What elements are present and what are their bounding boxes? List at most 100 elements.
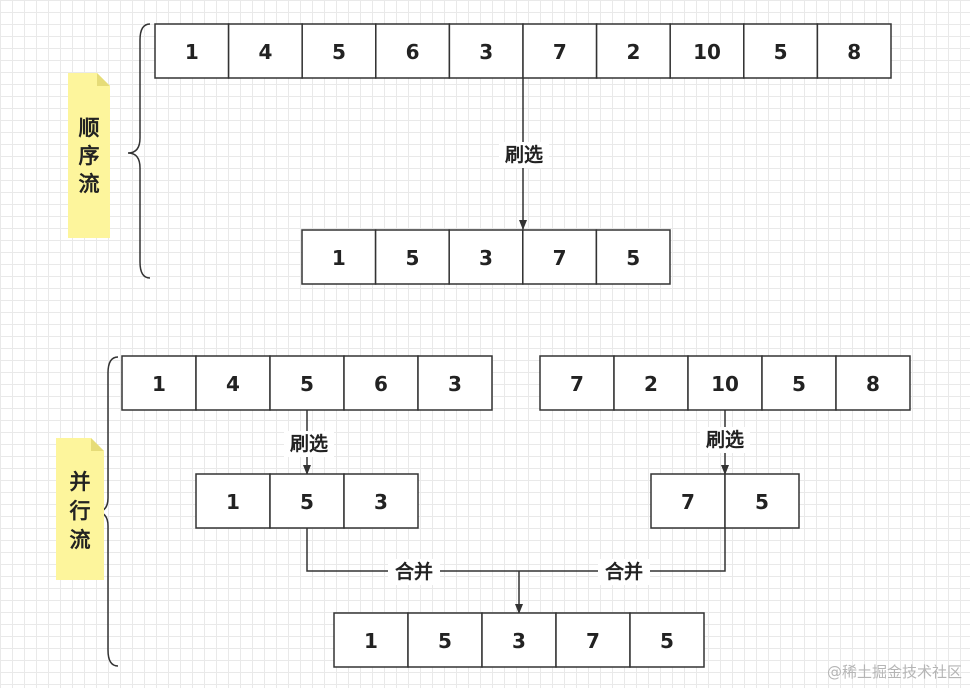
array-cell-box [539, 355, 615, 411]
array-cell-box [195, 473, 271, 529]
array-cell: 7 [522, 229, 598, 285]
array-cell-value: 5 [792, 372, 806, 396]
array-cell-value: 10 [693, 40, 721, 64]
array-cell-box [522, 229, 598, 285]
array-cell: 5 [269, 473, 345, 529]
array-cell: 7 [650, 473, 726, 529]
array-cell-value: 7 [586, 629, 600, 653]
array-cell: 4 [195, 355, 271, 411]
right-filter-label-bg [700, 427, 750, 453]
array-cell-box [816, 23, 892, 79]
array-cell: 3 [417, 355, 493, 411]
array-cell: 5 [629, 612, 705, 668]
array-cell-box [448, 229, 524, 285]
array-cell-value: 5 [774, 40, 788, 64]
array-cell-box [613, 355, 689, 411]
parallel-note-char-1: 并 [70, 470, 91, 494]
sequential-note-char-1: 顺 [79, 116, 100, 140]
array-cell: 8 [816, 23, 892, 79]
array-cell: 5 [595, 229, 671, 285]
array-cell-box [629, 612, 705, 668]
array-cell: 5 [724, 473, 800, 529]
array-cell-value: 1 [185, 40, 199, 64]
array-cell: 4 [227, 23, 303, 79]
parallel-left-source-array: 1 4 5 6 3 [121, 355, 493, 411]
array-cell: 10 [687, 355, 763, 411]
array-cell: 2 [613, 355, 689, 411]
array-cell-value: 6 [406, 40, 420, 64]
array-cell-box [687, 355, 763, 411]
parallel-note-char-3: 流 [70, 528, 91, 552]
array-cell: 5 [374, 229, 450, 285]
left-filter-label: 刷选 [290, 433, 328, 455]
array-cell: 3 [481, 612, 557, 668]
array-cell-value: 5 [332, 40, 346, 64]
right-filter-label: 刷选 [706, 429, 744, 451]
array-cell-value: 10 [711, 372, 739, 396]
array-cell-box [724, 473, 800, 529]
array-cell: 5 [407, 612, 483, 668]
array-cell-value: 4 [226, 372, 240, 396]
array-cell-value: 3 [479, 40, 493, 64]
array-cell-box [301, 229, 377, 285]
array-cell-value: 5 [755, 490, 769, 514]
array-cell: 5 [269, 355, 345, 411]
array-cell-value: 1 [364, 629, 378, 653]
array-cell-value: 3 [512, 629, 526, 653]
sequential-note: 顺 序 流 [68, 73, 110, 238]
array-cell-value: 5 [438, 629, 452, 653]
array-cell-box [333, 612, 409, 668]
array-cell-value: 5 [300, 372, 314, 396]
array-cell-value: 5 [660, 629, 674, 653]
array-cell-value: 7 [570, 372, 584, 396]
array-cell: 1 [301, 229, 377, 285]
array-cell-box [417, 355, 493, 411]
array-cell: 1 [154, 23, 230, 79]
array-cell: 3 [448, 23, 524, 79]
array-cell-value: 7 [681, 490, 695, 514]
array-cell: 1 [121, 355, 197, 411]
array-cell: 3 [343, 473, 419, 529]
array-cell-box [343, 355, 419, 411]
array-cell-value: 6 [374, 372, 388, 396]
sequential-filter-label: 刷选 [505, 144, 543, 166]
array-cell-box [121, 355, 197, 411]
array-cell-box [669, 23, 745, 79]
left-merge-label: 合并 [395, 560, 433, 583]
array-cell: 5 [761, 355, 837, 411]
array-cell-value: 1 [332, 246, 346, 270]
array-cell-box [269, 355, 345, 411]
array-cell-value: 5 [626, 246, 640, 270]
sequential-source-array: 1 4 5 6 3 7 2 10 5 8 [154, 23, 892, 79]
array-cell-box [835, 355, 911, 411]
parallel-note: 并 行 流 [56, 438, 104, 580]
merge-connector [306, 528, 726, 572]
array-cell-box [301, 23, 377, 79]
array-cell: 7 [555, 612, 631, 668]
sequential-note-char-3: 流 [79, 172, 100, 196]
array-cell-box [154, 23, 230, 79]
array-cell-value: 3 [374, 490, 388, 514]
array-cell-value: 2 [644, 372, 658, 396]
array-cell: 7 [522, 23, 598, 79]
array-cell-box [269, 473, 345, 529]
array-cell-box [650, 473, 726, 529]
array-cell: 1 [195, 473, 271, 529]
array-cell: 5 [301, 23, 377, 79]
array-cell-value: 7 [553, 40, 567, 64]
array-cell: 5 [743, 23, 819, 79]
array-cell-box [195, 355, 271, 411]
array-cell-value: 3 [448, 372, 462, 396]
array-cell-value: 5 [405, 246, 419, 270]
array-cell: 6 [343, 355, 419, 411]
array-cell-value: 8 [866, 372, 880, 396]
array-cell-value: 7 [553, 246, 567, 270]
array-cell-value: 8 [847, 40, 861, 64]
left-merge-label-bg [388, 559, 440, 585]
array-cell-box [481, 612, 557, 668]
array-cell: 2 [595, 23, 671, 79]
right-merge-label-bg [598, 559, 650, 585]
